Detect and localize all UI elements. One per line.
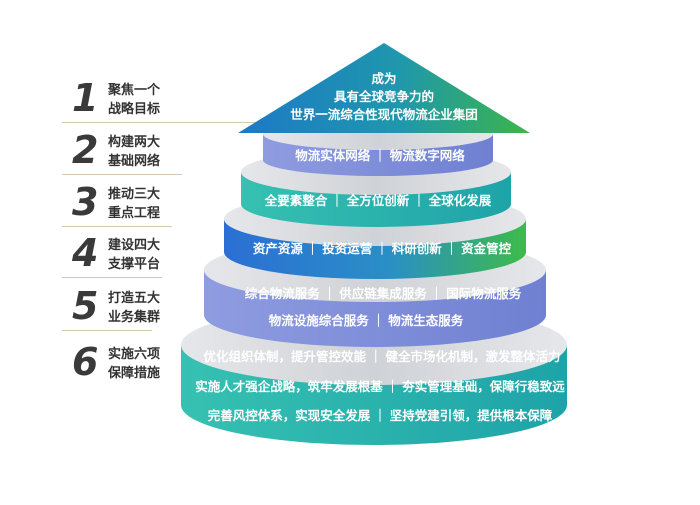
- goal-underline: [62, 226, 172, 227]
- apex-line2: 具有全球竞争力的: [333, 89, 434, 104]
- goal-label: 打造五大 业务集群: [108, 288, 160, 326]
- goal-label-line2: 业务集群: [108, 309, 161, 324]
- goal-label-line1: 实施六项: [108, 346, 161, 361]
- goal-label-line2: 重点工程: [108, 205, 161, 220]
- goal-number: 2: [72, 128, 99, 172]
- goal-label-line1: 聚焦一个: [108, 82, 161, 97]
- goal-label-line2: 战略目标: [108, 101, 161, 116]
- goal-label: 构建两大 基础网络: [108, 132, 160, 170]
- goal-underline: [62, 277, 162, 278]
- apex-line3: 世界一流综合性现代物流企业集团: [290, 107, 478, 122]
- tier-5-line2: 物流设施综合服务 ｜ 物流生态服务: [269, 313, 464, 328]
- goal-label: 建设四大 支撑平台: [108, 235, 160, 273]
- goal-label-line2: 保障措施: [108, 365, 161, 380]
- tier-5-line1: 综合物流服务 ｜ 供应链集成服务 ｜ 国际物流服务: [245, 286, 522, 301]
- goal-underline: [62, 330, 152, 331]
- apex-goal: 成为 具有全球竞争力的 世界一流综合性现代物流企业集团: [238, 43, 530, 133]
- goal-label: 实施六项 保障措施: [108, 344, 160, 382]
- goal-label-line2: 基础网络: [108, 153, 161, 168]
- tier-3-text: 全要素整合 ｜ 全方位创新 ｜ 全球化发展: [264, 193, 492, 208]
- goal-label-line1: 推动三大: [108, 186, 161, 201]
- tier-6-line3: 完善风控体系，实现安全发展 ｜ 坚持党建引领，提供根本保障: [208, 408, 553, 423]
- goal-number: 5: [72, 284, 99, 328]
- tier-2-text: 物流实体网络 ｜ 物流数字网络: [295, 148, 465, 163]
- goal-label-line1: 打造五大: [108, 290, 161, 305]
- goal-label: 聚焦一个 战略目标: [108, 80, 160, 118]
- goal-label: 推动三大 重点工程: [108, 184, 160, 222]
- goal-number: 1: [72, 76, 99, 120]
- goal-label-line2: 支撑平台: [108, 256, 161, 271]
- goal-number: 4: [72, 231, 99, 275]
- goal-underline: [62, 122, 292, 123]
- goal-number: 6: [72, 340, 99, 384]
- goal-underline: [62, 174, 182, 175]
- tier-6-line2: 实施人才强企战略，筑牢发展根基 ｜ 夯实管理基础，保障行稳致远: [195, 379, 565, 394]
- goal-number: 3: [72, 180, 99, 224]
- tier-6-line1: 优化组织体制，提升管控效能 ｜ 健全市场化机制，激发整体活力: [204, 349, 561, 364]
- apex-line1: 成为: [371, 71, 396, 86]
- apex-triangle: [238, 43, 530, 133]
- goal-label-line1: 构建两大: [108, 134, 161, 149]
- goal-label-line1: 建设四大: [108, 237, 161, 252]
- tier-4-text: 资产资源 ｜ 投资运营 ｜ 科研创新 ｜ 资金管控: [253, 241, 512, 256]
